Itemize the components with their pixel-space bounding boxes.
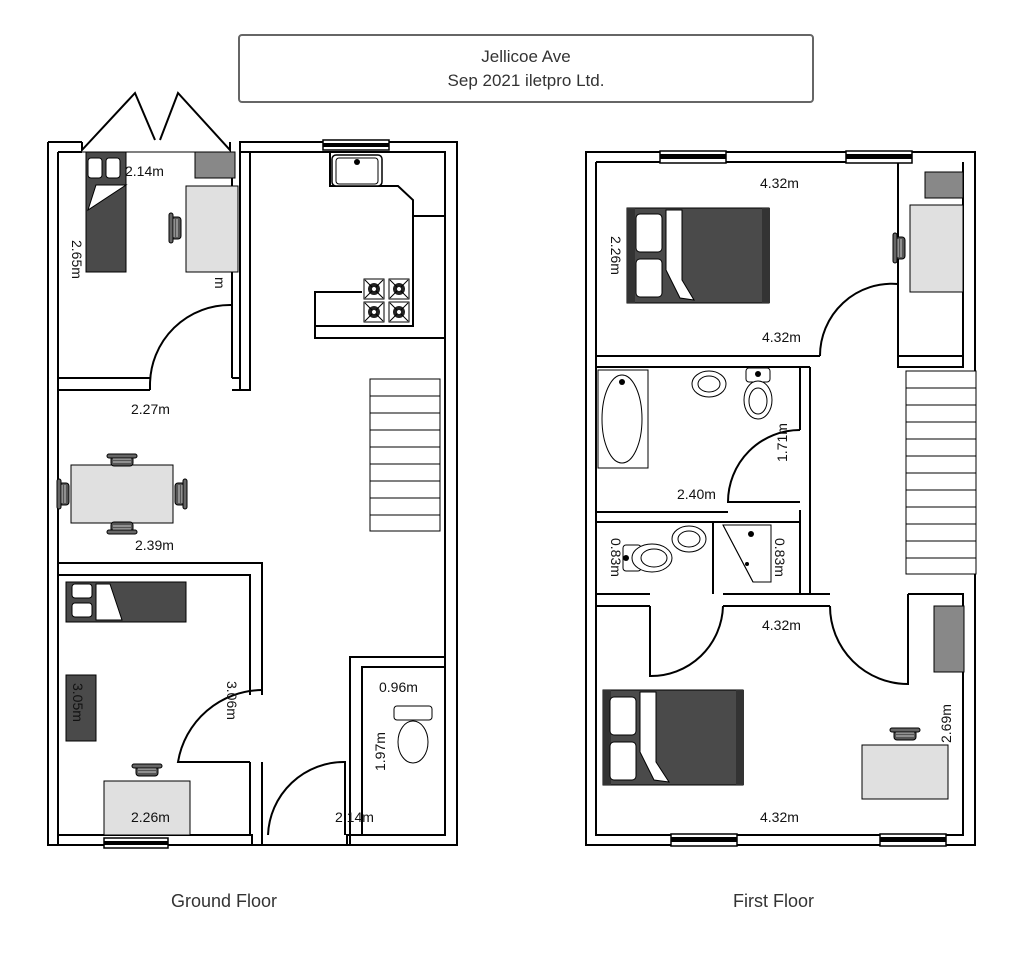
ground-stairs <box>369 378 441 532</box>
first-floor: 4.32m 2.26m 4.32m 1.71m 2.40m 0.83m 0.83… <box>585 150 977 847</box>
single-bed-top <box>85 151 128 273</box>
first-floor-label: First Floor <box>733 891 814 911</box>
dim-wc-width: 0.96m <box>379 679 418 695</box>
dim-dining-width: 2.39m <box>135 537 174 553</box>
dim-bathroom-width: 2.40m <box>677 486 716 502</box>
dim-bedroom-small-depth: 2.65m <box>69 240 85 279</box>
dim-desk-partial: m <box>212 277 228 289</box>
dim-bedroom1-width-bottom: 4.32m <box>762 329 801 345</box>
first-stairs <box>905 370 977 575</box>
dim-bedroom2-width-bottom: 4.32m <box>760 809 799 825</box>
dim-bedroom2-depth: 2.69m <box>938 704 954 743</box>
plan-title: Jellicoe Ave <box>481 46 571 66</box>
title-box: Jellicoe Ave Sep 2021 iletpro Ltd. <box>238 34 814 103</box>
dim-bedroom-small-width: 2.14m <box>125 163 164 179</box>
ground-floor: 2.14m 2.65m m 2.27m 2.39m 3.05m 2.26m 3.… <box>47 91 458 849</box>
dim-ensuite-right: 0.83m <box>772 538 788 577</box>
dim-bedroom1-depth: 2.26m <box>608 236 624 275</box>
single-bed-lower <box>65 581 187 623</box>
double-bed-2 <box>602 689 744 786</box>
double-bed-1 <box>626 207 770 304</box>
french-door <box>81 91 231 153</box>
dining-table <box>56 453 188 535</box>
dim-wc-depth: 1.97m <box>372 732 388 771</box>
dim-dining-depth: 2.27m <box>131 401 170 417</box>
dim-bedroom-lower-width: 2.26m <box>131 809 170 825</box>
dim-lower-door: 3.06m <box>224 681 240 720</box>
plan-subtitle: Sep 2021 iletpro Ltd. <box>447 70 605 90</box>
dim-bedroom2-width-top: 4.32m <box>762 617 801 633</box>
dim-ensuite-left: 0.83m <box>608 538 624 577</box>
dim-bedroom-lower-depth: 3.05m <box>70 683 86 722</box>
dim-bedroom1-width-top: 4.32m <box>760 175 799 191</box>
ground-outer-wall <box>47 141 458 846</box>
ground-floor-label: Ground Floor <box>171 891 278 911</box>
dim-bathroom-depth: 1.71m <box>774 423 790 462</box>
dim-hall-width: 2.14m <box>335 809 374 825</box>
